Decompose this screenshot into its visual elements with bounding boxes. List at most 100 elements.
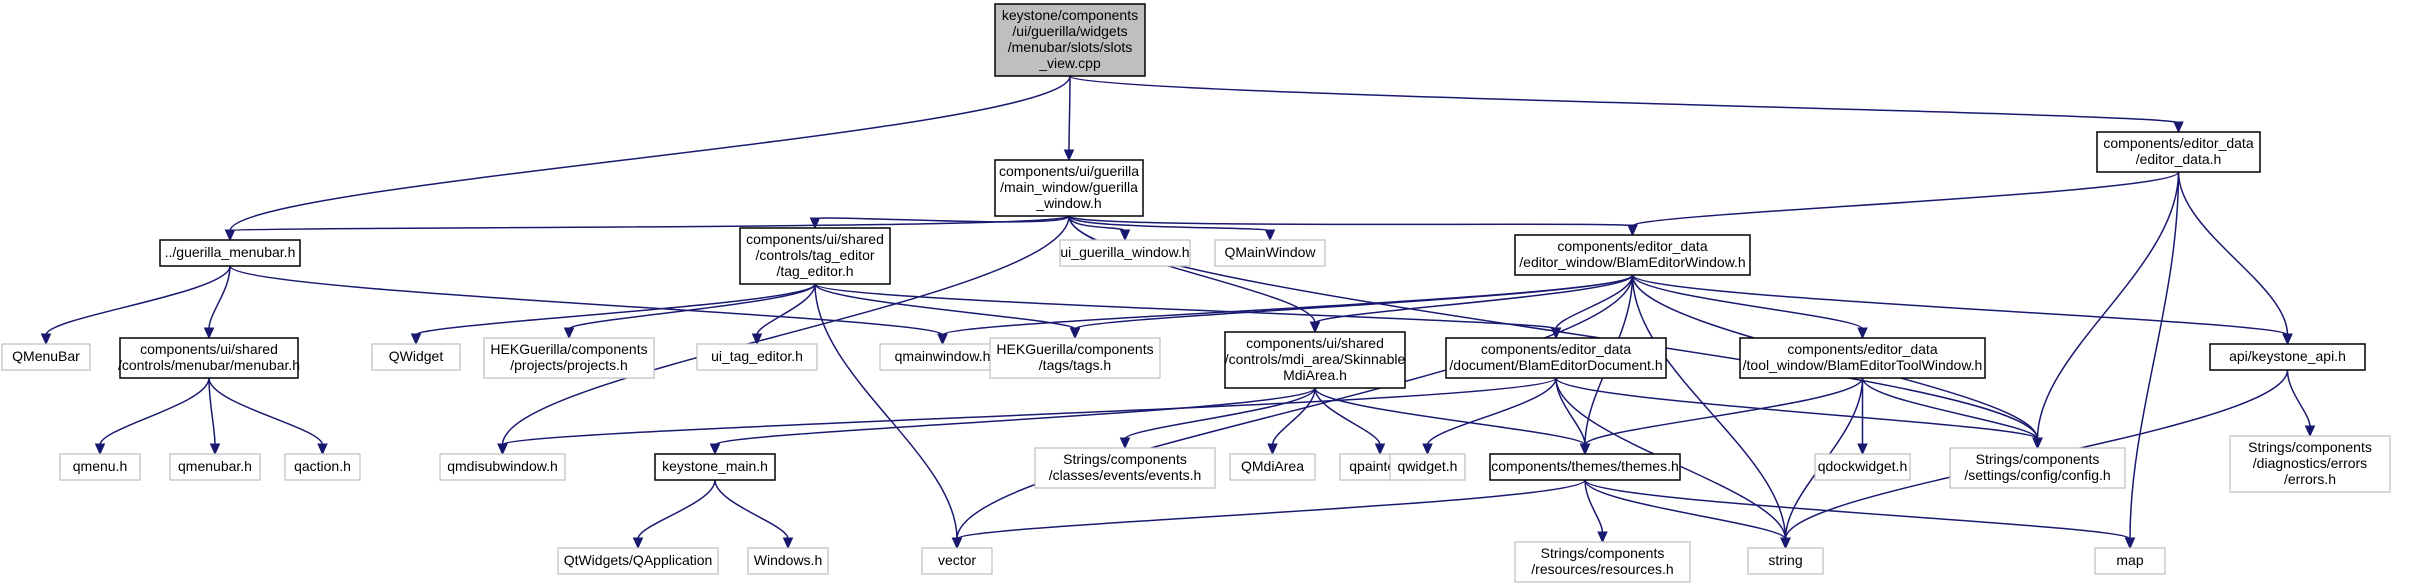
node-windows-h: Windows.h bbox=[747, 547, 829, 575]
edge-n0-to-n3 bbox=[224, 75, 1071, 242]
edge-arrowhead bbox=[1309, 321, 1321, 334]
node-components-ui-shared-controls-mdi-area-skinnablemdiarea-h[interactable]: components/ui/shared/controls/mdi_area/S… bbox=[1224, 331, 1406, 389]
edge-line bbox=[1068, 215, 1634, 227]
edge-line bbox=[1584, 479, 2131, 540]
node-label-line: /resources/resources.h bbox=[1531, 561, 1673, 577]
node-api-keystone-api-h[interactable]: api/keystone_api.h bbox=[2209, 343, 2366, 371]
node-box bbox=[1214, 239, 1326, 267]
node-components-ui-shared-controls-tag-editor-tag-editor-h[interactable]: components/ui/shared/controls/tag_editor… bbox=[739, 227, 891, 285]
edge-n2-to-n37 bbox=[2124, 171, 2180, 550]
node-box bbox=[169, 453, 261, 481]
node-label-line: components/ui/shared bbox=[746, 231, 884, 247]
node-box bbox=[654, 453, 776, 481]
node-label-line: /editor_data.h bbox=[2136, 151, 2222, 167]
edge-n15-to-n23 bbox=[709, 387, 1316, 456]
node-components-editor-data-document-blameditordocument-h[interactable]: components/editor_data/document/BlamEdit… bbox=[1445, 337, 1667, 379]
edge-arrowhead bbox=[563, 327, 575, 340]
node-label-line: QMdiArea bbox=[1241, 458, 1304, 474]
node-vector: vector bbox=[921, 547, 993, 575]
edge-n9-to-n19 bbox=[94, 377, 210, 456]
node-components-editor-data-editor-window-blameditorwindow-h[interactable]: components/editor_data/editor_window/Bla… bbox=[1514, 234, 1751, 276]
edge-line bbox=[2129, 171, 2180, 540]
edge-line bbox=[814, 283, 1076, 330]
edge-line bbox=[1068, 215, 1271, 232]
edge-arrowhead bbox=[317, 443, 328, 456]
node-strings-components-settings-config-config-h: Strings/components/settings/config/confi… bbox=[1949, 447, 2126, 489]
node-label-line: /tool_window/BlamEditorToolWindow.h bbox=[1743, 357, 1983, 373]
node-label-line: ../guerilla_menubar.h bbox=[165, 244, 296, 260]
node-label-line: vector bbox=[938, 552, 976, 568]
edge-line bbox=[501, 215, 1070, 446]
edge-n23-to-n32 bbox=[632, 479, 716, 550]
edge-line bbox=[501, 377, 1557, 446]
node-label-line: qmdisubwindow.h bbox=[447, 458, 558, 474]
edge-arrowhead bbox=[937, 333, 948, 346]
edge-line bbox=[208, 377, 216, 446]
edge-arrowhead bbox=[1597, 531, 1608, 544]
node-qwidget-h: qwidget.h bbox=[1389, 453, 1466, 481]
node-guerilla-menubar-h[interactable]: ../guerilla_menubar.h bbox=[159, 239, 301, 267]
node-label-line: /tag_editor.h bbox=[776, 263, 853, 279]
edge-n2-to-n30 bbox=[2032, 171, 2180, 450]
edge-line bbox=[1631, 171, 2180, 227]
edge-n28-to-n35 bbox=[1584, 479, 1608, 544]
node-label-line: _window.h bbox=[1035, 195, 1101, 211]
node-label-line: qmainwindow.h bbox=[895, 348, 991, 364]
edge-line bbox=[1314, 387, 1381, 446]
edge-line bbox=[814, 283, 1557, 330]
edge-n4-to-n11 bbox=[563, 283, 816, 340]
node-label-line: /diagnostics/errors bbox=[2253, 455, 2367, 471]
edge-arrowhead bbox=[1119, 229, 1131, 242]
node-label-line: /settings/config/config.h bbox=[1964, 467, 2110, 483]
edge-n9-to-n21 bbox=[208, 377, 328, 456]
edge-n1-to-n5 bbox=[1068, 215, 1131, 242]
node-keystone-main-h[interactable]: keystone_main.h bbox=[654, 453, 776, 481]
node-label-line: /document/BlamEditorDocument.h bbox=[1449, 357, 1662, 373]
node-box bbox=[994, 159, 1144, 217]
node-label-line: _view.cpp bbox=[1038, 55, 1101, 71]
edge-arrowhead bbox=[1069, 327, 1081, 340]
edge-line bbox=[415, 283, 816, 336]
node-label-line: QtWidgets/QApplication bbox=[564, 552, 713, 568]
node-components-editor-data-tool-window-blameditortoolwindow-h[interactable]: components/editor_data/tool_window/BlamE… bbox=[1739, 337, 1986, 379]
edge-line bbox=[1555, 377, 2039, 440]
node-label-line: components/editor_data bbox=[1481, 341, 1631, 357]
node-qmenu-h: qmenu.h bbox=[59, 453, 141, 481]
edge-n3-to-n8 bbox=[40, 265, 231, 346]
node-label-line: ui_tag_editor.h bbox=[711, 348, 803, 364]
edge-line bbox=[1271, 387, 1316, 446]
node-label-line: components/editor_data bbox=[1787, 341, 1937, 357]
edge-n7-to-n18 bbox=[1631, 274, 2293, 346]
edge-line bbox=[1124, 387, 1316, 440]
edge-line bbox=[2036, 171, 2180, 440]
node-label-line: components/ui/guerilla bbox=[999, 163, 1139, 179]
node-box bbox=[1389, 453, 1466, 481]
node-box bbox=[159, 239, 301, 267]
node-components-themes-themes-h[interactable]: components/themes/themes.h bbox=[1489, 453, 1681, 481]
edge-n7-to-n15 bbox=[1309, 274, 1634, 334]
edge-line bbox=[714, 387, 1316, 446]
edge-arrowhead bbox=[1264, 229, 1276, 242]
node-components-ui-shared-controls-menubar-menubar-h[interactable]: components/ui/shared/controls/menubar/me… bbox=[118, 337, 300, 379]
node-label-line: /main_window/guerilla bbox=[1000, 179, 1138, 195]
node-keystone-components-ui-guerilla-widgets-menubar-slots-slots-view-cpp[interactable]: keystone/components/ui/guerilla/widgets/… bbox=[994, 3, 1146, 77]
edge-n7-to-n34 bbox=[951, 274, 1634, 550]
node-box bbox=[1489, 453, 1681, 481]
edge-line bbox=[208, 377, 324, 446]
edge-n15-to-n28 bbox=[1314, 387, 1591, 456]
edge-n7-to-n14 bbox=[1069, 274, 1634, 340]
node-label-line: components/themes/themes.h bbox=[1491, 458, 1679, 474]
node-label-line: /controls/mdi_area/Skinnable bbox=[1225, 351, 1406, 367]
node-box bbox=[696, 343, 818, 371]
node-box bbox=[371, 343, 461, 371]
node-components-ui-guerilla-main-window-guerilla-window-h[interactable]: components/ui/guerilla/main_window/gueri… bbox=[994, 159, 1144, 217]
node-box bbox=[747, 547, 829, 575]
edge-line bbox=[956, 274, 1634, 540]
node-components-editor-data-editor-data-h[interactable]: components/editor_data/editor_data.h bbox=[2096, 131, 2261, 173]
edge-arrowhead bbox=[40, 333, 52, 346]
node-qmdisubwindow-h: qmdisubwindow.h bbox=[439, 453, 566, 481]
node-label-line: /errors.h bbox=[2284, 471, 2336, 487]
edge-n15-to-n24 bbox=[1119, 387, 1316, 450]
node-label-line: keystone_main.h bbox=[662, 458, 768, 474]
edge-n7-to-n17 bbox=[1631, 274, 1868, 340]
